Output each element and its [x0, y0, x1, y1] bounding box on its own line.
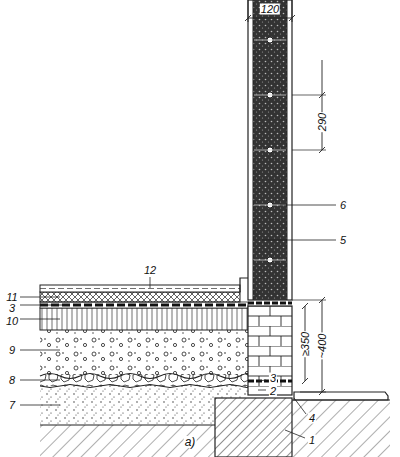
callout-number: 5: [339, 235, 347, 246]
callout-number: 2: [269, 386, 277, 397]
callout-number: 3: [269, 373, 277, 384]
callout-number: 7: [8, 400, 16, 411]
callout-number: 10: [5, 316, 19, 327]
callout-number: 3: [8, 303, 16, 314]
dimension: 290: [317, 112, 328, 132]
callout-number: 9: [8, 345, 16, 356]
dimension: ~400: [317, 333, 328, 360]
figure-label: a): [184, 436, 197, 448]
callout-number: 8: [8, 375, 16, 386]
dimension: 120: [260, 4, 280, 15]
callout-number: 6: [339, 200, 347, 211]
callout-number: 1: [308, 435, 316, 446]
callout-number: 12: [143, 265, 157, 276]
callout-number: 4: [308, 413, 316, 424]
dimension: ≥350: [300, 331, 311, 357]
callout-number: 11: [5, 292, 18, 303]
